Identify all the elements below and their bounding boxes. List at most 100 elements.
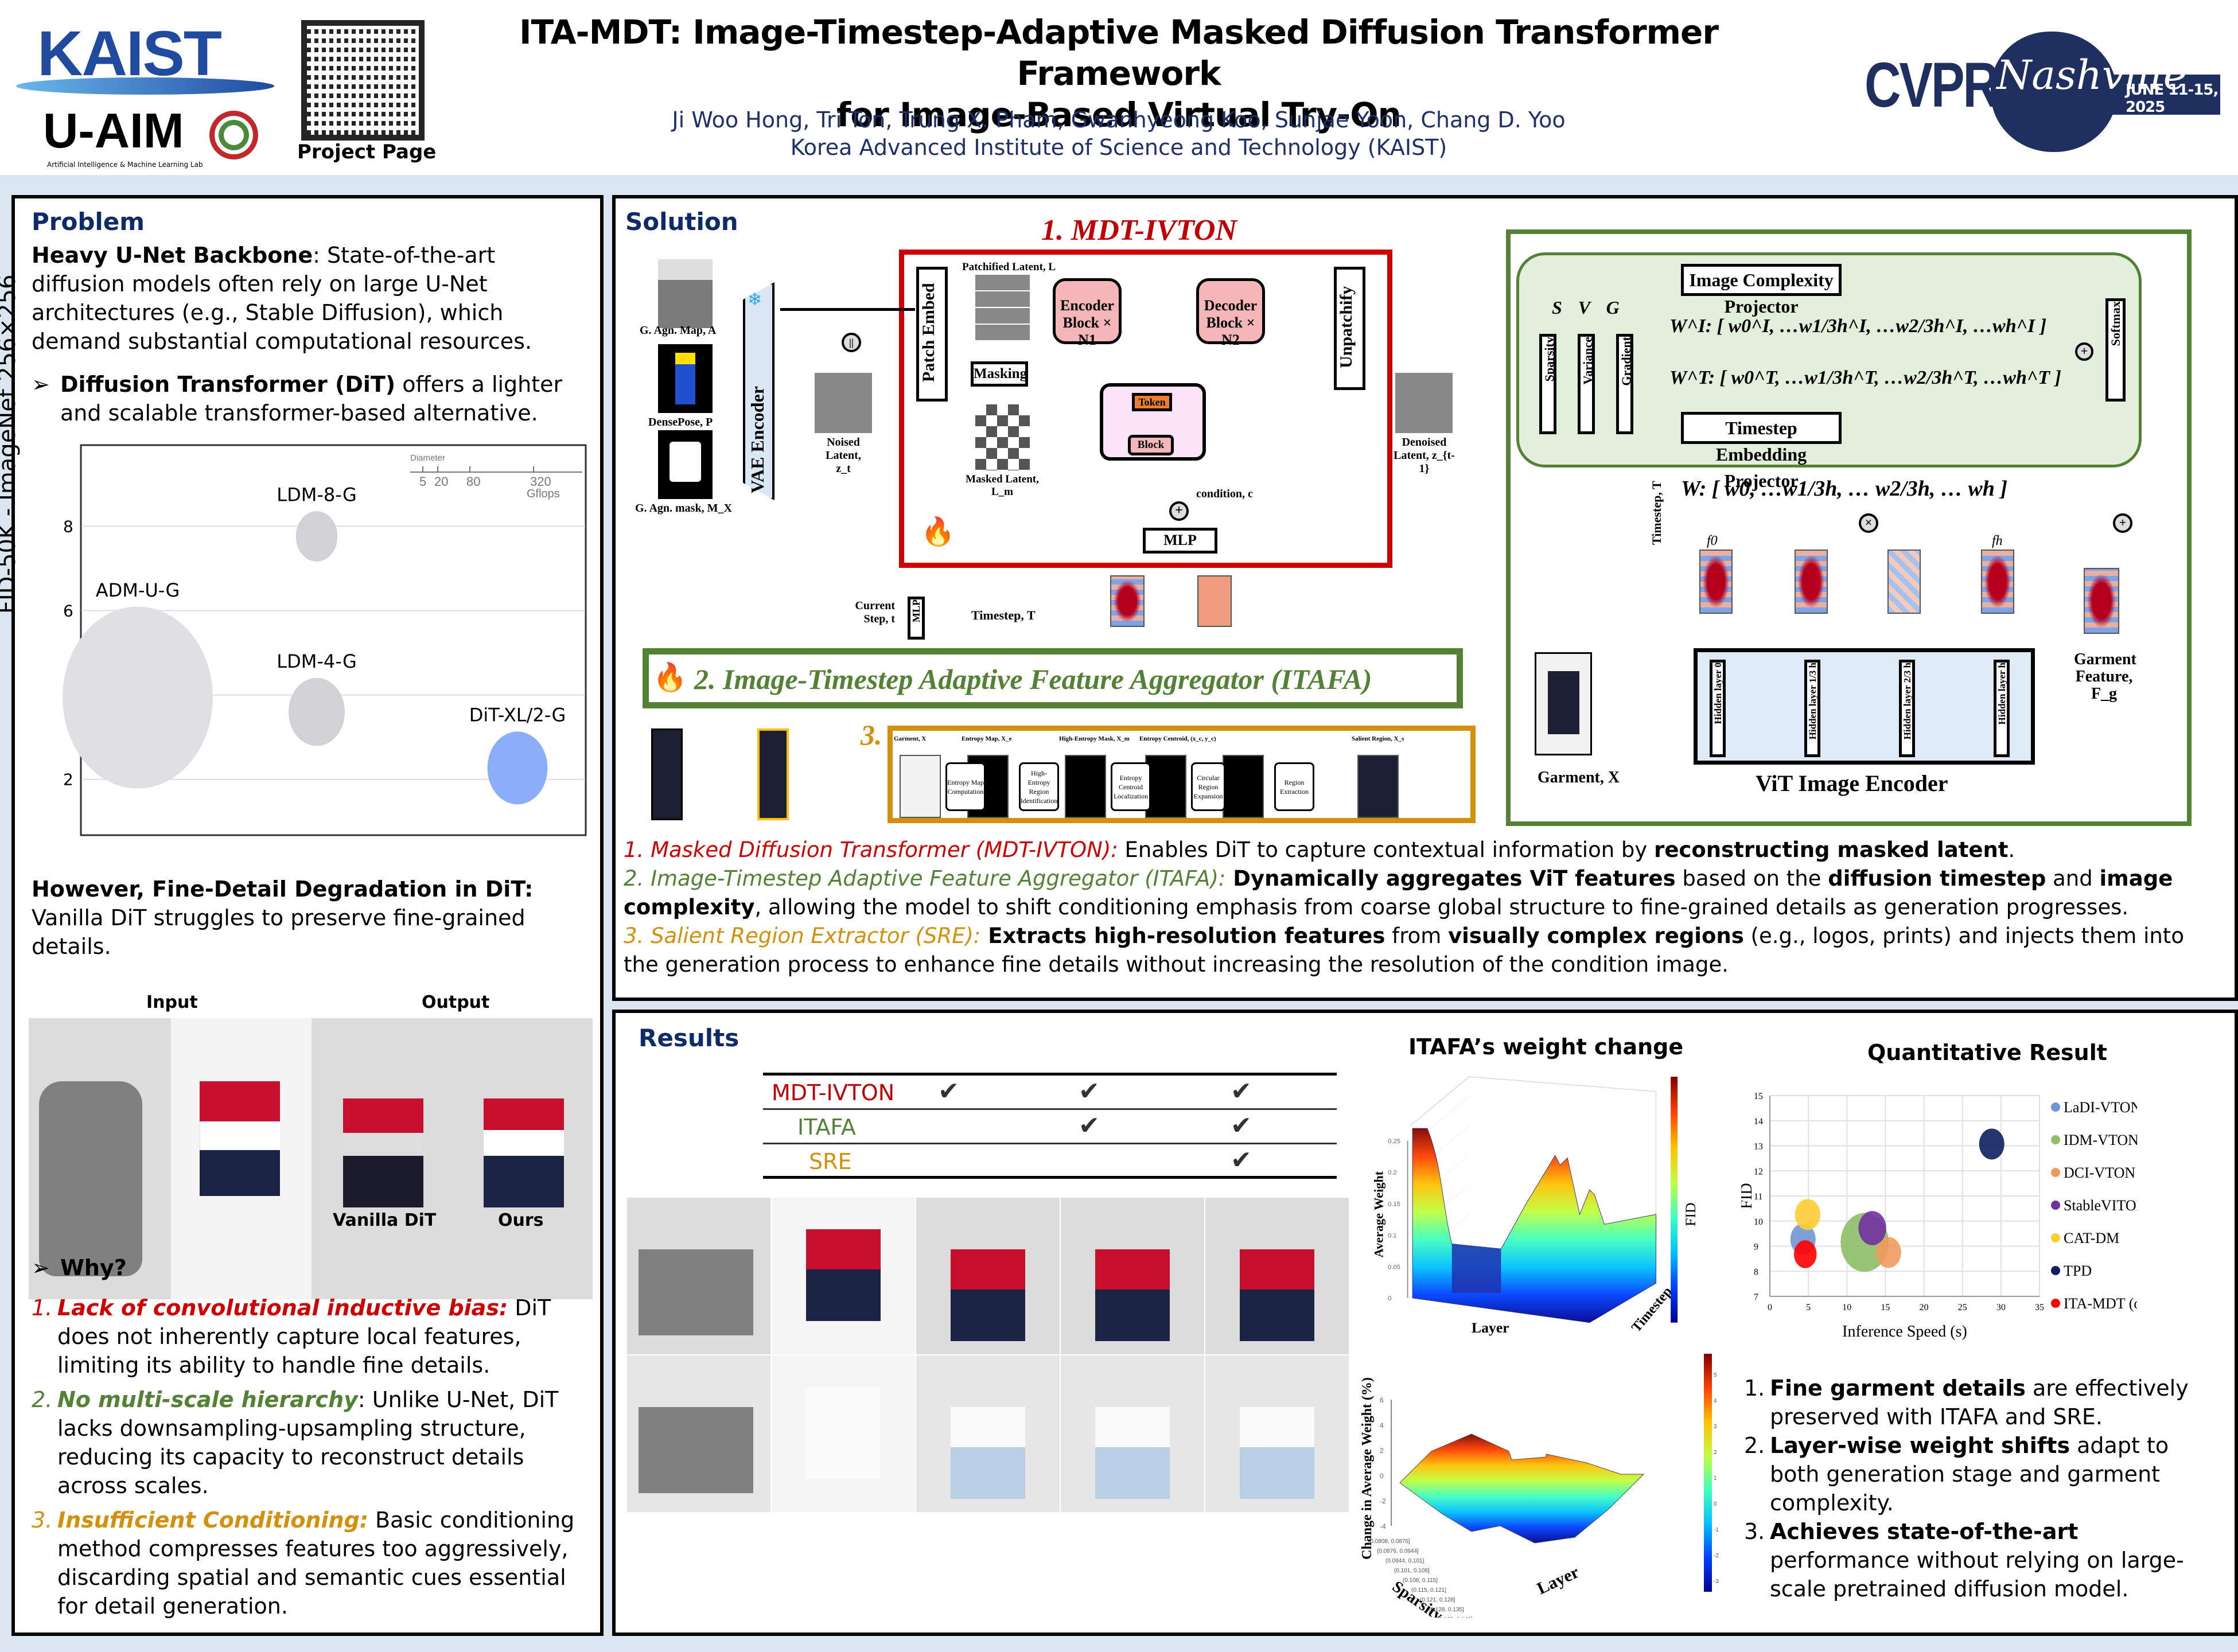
- description-tail: (e.g., logos, prints) and injects them i…: [624, 924, 2184, 977]
- colorbar: [1704, 1354, 1712, 1592]
- mdt-ivton-title: 1. MDT-IVTON: [1041, 214, 1237, 247]
- denoised-latent-image: [1395, 373, 1453, 433]
- gflops-bubble-chart: 2468ADM-U-GLDM-8-GLDM-4-GDiT-XL/2-GDiame…: [63, 444, 587, 836]
- description-text: from: [1385, 924, 1449, 948]
- title-line-2: for Image-Based Virtual Try-On: [836, 95, 1402, 134]
- timestep-weight-vector: W^T: [ w0^T, …w1/3h^T, …w2/3h^T, …wh^T ]: [1669, 367, 2061, 388]
- concat-icon: ||: [842, 333, 861, 352]
- description-bold: visually complex regions: [1448, 924, 1744, 948]
- snowflake-icon: ❄: [748, 290, 762, 310]
- description-label: 1. Masked Diffusion Transformer (MDT-IVT…: [624, 837, 1118, 862]
- weight-surface-floor: [1451, 1244, 1501, 1293]
- y-tick-label: 8: [1754, 1267, 1758, 1277]
- fire-icon: 🔥: [921, 516, 955, 548]
- reason-text: DiT does not inherently capture local fe…: [57, 1295, 551, 1378]
- gradient-symbol: G: [1606, 297, 1620, 318]
- bubble: [288, 677, 345, 746]
- dit-bullet-text: offers a lighter and scalable transforme…: [60, 372, 563, 426]
- finding-bold: Layer-wise weight shifts: [1770, 1433, 2070, 1458]
- why-text: Why?: [60, 1255, 127, 1280]
- y-tick-label: 11: [1754, 1192, 1762, 1202]
- vanilla-dit-label: Vanilla DiT: [333, 1210, 437, 1230]
- legend-label: DCI-VTON: [2064, 1164, 2135, 1181]
- problem-intro: Heavy U-Net Backbone: State-of-the-art d…: [32, 241, 582, 356]
- bubble-label: LDM-4-G: [277, 650, 357, 672]
- input-person-image: [29, 1018, 171, 1299]
- z-tick-label: -4: [1380, 1522, 1386, 1530]
- sparsity-bin-label: (0.101, 0.108]: [1394, 1568, 1430, 1574]
- conference-dates: JUNE 11-15, 2025: [2126, 81, 2218, 116]
- agnostic-map-label: G. Agn. Map, A: [640, 324, 717, 337]
- legend-label: TPD: [2064, 1263, 2092, 1279]
- dit-bullet: ➢ Diffusion Transformer (DiT) offers a l…: [32, 370, 582, 427]
- poster-title: ITA-MDT: Image-Timestep-Adaptive Masked …: [436, 11, 1801, 135]
- affiliation: Korea Advanced Institute of Science and …: [790, 135, 1447, 160]
- z-tick-label: 0.1: [1388, 1232, 1396, 1239]
- layer-feature-map: [1887, 550, 1921, 614]
- x-tick-label: 20: [1920, 1303, 1929, 1312]
- x-tick-label: 10: [1842, 1303, 1851, 1312]
- sre-step-image: [1145, 755, 1186, 818]
- colorbar-label: FID: [1682, 1202, 1699, 1226]
- ablation-row: SRE✔: [763, 1144, 1337, 1179]
- hidden-layer-1-3: Hidden layer 1/3 h: [1804, 660, 1820, 757]
- qr-code-pattern: [307, 26, 419, 135]
- sparsity-bin-label: (0.115, 0.121]: [1411, 1587, 1446, 1593]
- sre-step-image: [1357, 755, 1399, 818]
- sparsity-block: Sparsity: [1539, 334, 1556, 434]
- x-tick-label: 25: [1958, 1303, 1967, 1312]
- agnostic-map-image: [658, 259, 713, 328]
- x-axis-label: Inference Speed (s): [1842, 1323, 1967, 1341]
- garment-feature-label: Garment Feature, F_g: [2074, 650, 2136, 703]
- image-complexity-projector: Image Complexity Projector: [1681, 264, 1842, 317]
- y-tick-label: 9: [1754, 1242, 1758, 1252]
- colorbar-tick: 2: [1714, 1450, 1717, 1456]
- guitar-neck-icon: [2100, 75, 2220, 115]
- z-tick-label: 0.05: [1388, 1264, 1400, 1271]
- garment-image: [772, 1355, 915, 1512]
- finding-number: 3.: [1744, 1519, 1765, 1544]
- sre-operation-block: Region Extraction: [1274, 762, 1314, 811]
- sre-step-image-label: Salient Region, X_s: [1352, 735, 1404, 742]
- sre-step-image-label: Entropy Map, X_e: [962, 735, 1012, 742]
- y-axis-label: FID: [1741, 1183, 1756, 1209]
- sparsity-bin-label: (0.0876, 0.0944]: [1377, 1548, 1419, 1554]
- masked-latent-image: [975, 404, 1030, 470]
- bubble: [1875, 1237, 1901, 1268]
- sparsity-bin-label: (0.121, 0.128]: [1420, 1597, 1455, 1603]
- x-tick-label: 35: [2035, 1303, 2044, 1312]
- problem-heading: Problem: [32, 208, 145, 236]
- y-tick-label: 2: [63, 770, 73, 789]
- findings-list: 1.Fine garment details are effectively p…: [1744, 1374, 2220, 1603]
- bubble: [487, 731, 548, 805]
- hidden-layer-2-3: Hidden layer 2/3 h: [1899, 660, 1915, 757]
- description-bold: Dynamically aggregates ViT features: [1225, 866, 1676, 891]
- reasons-list: 1.Lack of convolutional inductive bias: …: [32, 1293, 585, 1620]
- masked-latent-label: Masked Latent, L_m: [966, 473, 1039, 498]
- sre-step-image-label: Entropy Centroid, (x_c, y_c): [1139, 735, 1216, 742]
- reason-item: 1.Lack of convolutional inductive bias: …: [32, 1293, 585, 1380]
- ablation-row: ITAFA✔✔: [763, 1110, 1337, 1144]
- description-item: 3. Salient Region Extractor (SRE): Extra…: [624, 922, 2224, 979]
- garment-image: [772, 1198, 915, 1354]
- quant-result-title: Quantitative Result: [1867, 1040, 2107, 1065]
- bubble-label: LDM-8-G: [277, 484, 357, 505]
- sre-operation-block: High-Entropy Region Identification: [1019, 762, 1059, 811]
- plus-icon: +: [1169, 501, 1189, 521]
- y-tick-label: 12: [1754, 1167, 1763, 1176]
- description-item: 2. Image-Timestep Adaptive Feature Aggre…: [624, 864, 2224, 922]
- description-bold: Extracts high-resolution features: [980, 924, 1385, 948]
- multiply-icon: ×: [1859, 513, 1878, 533]
- sparsity-bin-label: (0.128, 0.135]: [1429, 1607, 1464, 1613]
- description-text: Enables DiT to capture contextual inform…: [1118, 837, 1655, 862]
- problem-panel: [11, 195, 604, 1636]
- lab-subtitle: Artificial Intelligence & Machine Learni…: [47, 161, 203, 169]
- chart1-ylabel: FID-50K - ImageNet 256×256: [0, 274, 21, 614]
- colorbar-tick: -2: [1714, 1553, 1719, 1559]
- inner-block: Block: [1128, 435, 1174, 455]
- tryon-result-image: [1205, 1198, 1349, 1354]
- reason-item: 3.Insufficient Conditioning: Basic condi…: [32, 1506, 585, 1620]
- patchified-label: Patchified Latent, L: [962, 261, 1056, 273]
